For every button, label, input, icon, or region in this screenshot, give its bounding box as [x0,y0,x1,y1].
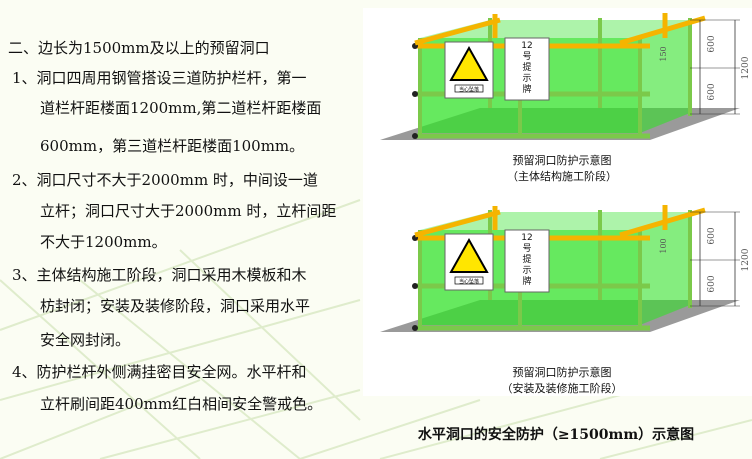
text-line: 立杆；洞口尺寸大于2000mm 时，立杆间距 [40,202,337,220]
dimension-label: 600 [707,35,717,52]
figure-caption: 预留洞口防护示意图 （安装及装修施工阶段） [462,365,662,397]
text-line: 道栏杆距楼面1200mm,第二道栏杆距楼面 [40,99,322,117]
safety-net-side [640,212,690,325]
caption-title: 预留洞口防护示意图 [512,366,612,379]
warning-triangle-icon [449,237,489,273]
notice-board [504,229,550,293]
text-line: 4、防护栏杆外侧满挂密目安全网。水平杆和 [12,363,307,381]
pipe-end [412,325,418,331]
scaffold-diagram-installation: 当心坠落 600 600 1200 100 [380,205,751,332]
guard-rail [414,209,501,238]
text-line: 枋封闭；安装及装修阶段，洞口采用水平 [40,297,311,315]
notice-board-text: 12号提示牌 [521,41,533,95]
safety-net-side [640,20,690,133]
pipe-end [412,133,418,139]
text-line: 不大于1200mm。 [40,233,167,251]
scaffold-diagram-main-structure: 当心坠落 600 600 1200 150 [380,13,751,140]
pipe-end [412,283,418,289]
notice-board-text: 12号提示牌 [521,233,533,287]
caption-stage: （主体结构施工阶段） [507,170,617,183]
text-line: 600mm，第三道栏杆距楼面100mm。 [40,137,305,155]
warning-triangle-icon [449,45,489,81]
guard-rail [414,17,501,46]
warning-label-box [454,84,484,93]
warning-label-box [454,276,484,285]
dimension-label: 150 [659,46,668,61]
dimension-label: 600 [707,227,717,244]
dimension-label: 1200 [741,56,751,79]
pipe-end [412,91,418,97]
text-line: 2、洞口尺寸不大于2000mm 时，中间设一道 [12,171,318,189]
text-line: 1、洞口四周用钢管搭设三道防护栏杆，第一 [12,69,307,87]
main-caption: 水平洞口的安全防护（≥1500mm）示意图 [417,427,695,443]
dimension-label: 600 [707,275,717,292]
text-line: 3、主体结构施工阶段，洞口采用木模板和木 [12,266,307,284]
notice-board [504,37,550,101]
warning-label: 当心坠落 [459,278,479,285]
dimension-label: 100 [659,238,668,253]
warning-label: 当心坠落 [459,86,479,93]
heading: 二、边长为1500mm及以上的预留洞口 [8,39,270,57]
figure-caption: 预留洞口防护示意图 （主体结构施工阶段） [462,153,662,185]
text-line: 安全网封闭。 [40,331,131,349]
caption-title: 预留洞口防护示意图 [512,154,612,167]
dimension-label: 600 [707,83,717,100]
text-line: 立杆刷间距400mm红白相间安全警戒色。 [40,395,323,413]
dimension-label: 1200 [741,248,751,271]
caption-stage: （安装及装修施工阶段） [501,382,623,395]
